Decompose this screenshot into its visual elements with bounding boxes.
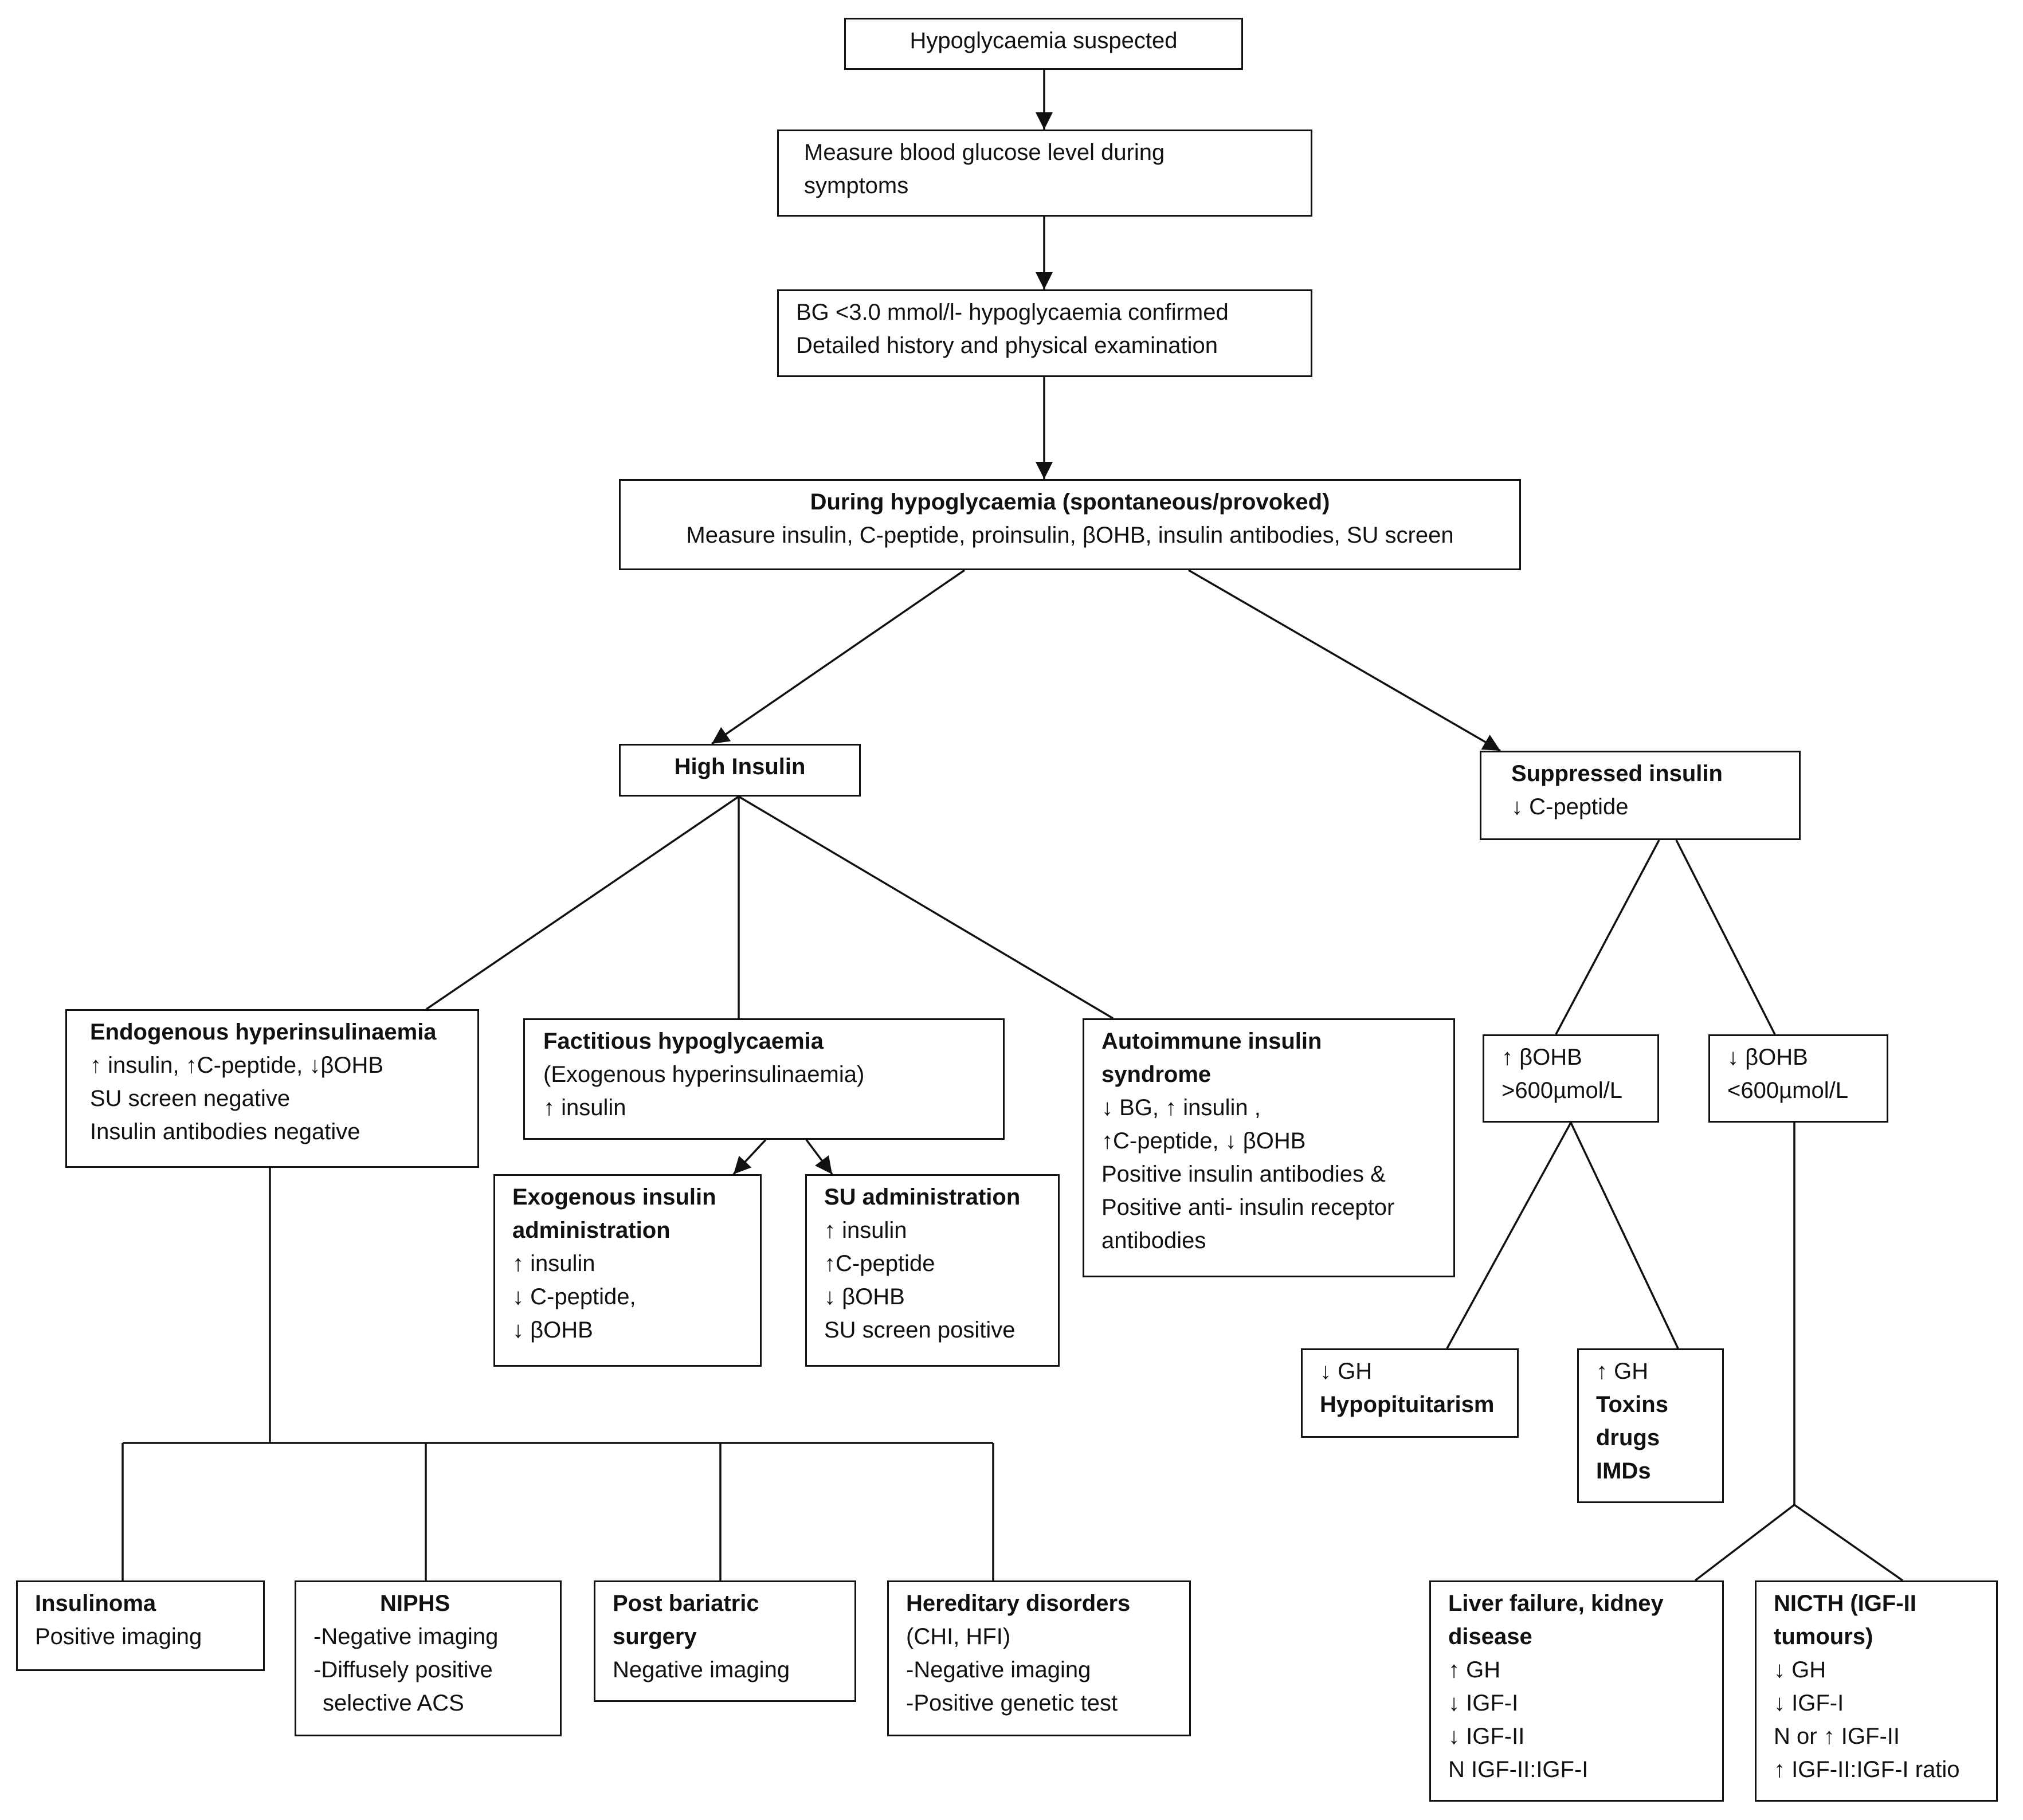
node-text: >600µmol/L — [1501, 1078, 1622, 1103]
node-text: SU screen positive — [824, 1317, 1016, 1343]
node-title: Hypopituitarism — [1320, 1392, 1495, 1417]
node-text: ↑ insulin — [512, 1251, 595, 1276]
node-text: ↑ insulin — [543, 1095, 626, 1120]
node-title: Toxins drugs IMDs — [1596, 1392, 1668, 1484]
node-gh-high-toxins: ↑ GH Toxins drugs IMDs — [1577, 1348, 1724, 1503]
node-text: symptoms — [804, 173, 909, 198]
line-high-to-endogenous — [426, 795, 739, 1010]
node-exogenous-insulin-administration: Exogenous insulin administration ↑ insul… — [493, 1174, 762, 1367]
node-hereditary-disorders: Hereditary disorders (CHI, HFI) -Negativ… — [887, 1580, 1191, 1736]
node-text: ↑ insulin, ↑C-peptide, ↓βOHB — [90, 1053, 384, 1078]
arrow-during-to-suppressed — [1188, 569, 1501, 752]
node-text: ↓ GH — [1320, 1359, 1373, 1384]
node-measure-blood-glucose: Measure blood glucose level during sympt… — [777, 130, 1312, 217]
node-nicth: NICTH (IGF-II tumours) ↓ GH ↓ IGF-I N or… — [1755, 1580, 1998, 1802]
node-hypoglycaemia-suspected: Hypoglycaemia suspected — [844, 18, 1243, 70]
node-text: ↑ βOHB — [1501, 1045, 1582, 1070]
node-title: During hypoglycaemia (spontaneous/provok… — [810, 489, 1330, 515]
node-text: ↓ GH — [1774, 1657, 1826, 1682]
node-endogenous-hyperinsulinaemia: Endogenous hyperinsulinaemia ↑ insulin, … — [65, 1009, 479, 1168]
node-text: N or ↑ IGF-II — [1774, 1724, 1900, 1749]
node-text: Positive insulin antibodies & — [1101, 1162, 1386, 1187]
node-bohb-low: ↓ βOHB <600µmol/L — [1708, 1034, 1888, 1123]
node-title: SU administration — [824, 1184, 1021, 1210]
node-title: Insulinoma — [35, 1591, 156, 1616]
node-text: Insulin antibodies negative — [90, 1119, 360, 1144]
node-title: Post bariatric surgery — [613, 1591, 759, 1649]
node-title: Exogenous insulin administration — [512, 1184, 716, 1243]
node-text: -Diffusely positive — [313, 1657, 493, 1682]
node-text: ↑C-peptide, ↓ βOHB — [1101, 1128, 1306, 1154]
node-text: Measure insulin, C-peptide, proinsulin, … — [686, 523, 1454, 548]
node-liver-kidney-disease: Liver failure, kidney disease ↑ GH ↓ IGF… — [1429, 1580, 1724, 1802]
node-text: ↓ IGF-I — [1448, 1690, 1519, 1716]
node-title: Hereditary disorders — [906, 1591, 1131, 1616]
line-high-to-autoimmune — [738, 795, 1114, 1019]
node-text: SU screen negative — [90, 1086, 291, 1111]
node-title: High Insulin — [674, 754, 806, 779]
node-text: BG <3.0 mmol/l- hypoglycaemia confirmed — [796, 300, 1229, 325]
node-title: NIPHS — [380, 1591, 450, 1616]
line-split-to-liver — [1694, 1504, 1795, 1582]
node-text: -Negative imaging — [313, 1624, 499, 1649]
line-suppressed-to-bohb-low — [1675, 840, 1776, 1035]
arrow-factitious-to-su — [805, 1139, 833, 1175]
node-text: Detailed history and physical examinatio… — [796, 333, 1218, 358]
node-autoimmune-insulin-syndrome: Autoimmune insulin syndrome ↓ BG, ↑ insu… — [1083, 1018, 1455, 1277]
node-text: ↓ IGF-I — [1774, 1690, 1844, 1716]
node-text: ↓ βOHB — [1727, 1045, 1808, 1070]
node-text: N IGF-II:IGF-I — [1448, 1757, 1589, 1782]
node-high-insulin: High Insulin — [619, 744, 861, 797]
node-text: ↑ insulin — [824, 1218, 907, 1243]
line-suppressed-to-bohb-high — [1555, 840, 1660, 1035]
node-insulinoma: Insulinoma Positive imaging — [16, 1580, 265, 1671]
node-title: Endogenous hyperinsulinaemia — [90, 1019, 437, 1045]
node-text: Hypoglycaemia suspected — [909, 28, 1178, 53]
node-title: Autoimmune insulin syndrome — [1101, 1029, 1322, 1087]
node-text: selective ACS — [323, 1690, 464, 1716]
node-text: (Exogenous hyperinsulinaemia) — [543, 1062, 865, 1087]
node-text: ↑ GH — [1596, 1359, 1649, 1384]
node-text: ↑ IGF-II:IGF-I ratio — [1774, 1757, 1960, 1782]
node-text: ↑ GH — [1448, 1657, 1501, 1682]
node-su-administration: SU administration ↑ insulin ↑C-peptide ↓… — [805, 1174, 1060, 1367]
node-text: -Negative imaging — [906, 1657, 1091, 1682]
node-during-hypoglycaemia: During hypoglycaemia (spontaneous/provok… — [619, 479, 1521, 570]
node-title: Suppressed insulin — [1511, 761, 1723, 786]
node-text: Measure blood glucose level during — [804, 140, 1165, 165]
node-text: ↓ C-peptide — [1511, 794, 1629, 819]
node-bohb-high: ↑ βOHB >600µmol/L — [1483, 1034, 1659, 1123]
arrow-factitious-to-exogenous — [732, 1139, 767, 1175]
node-text: ↑C-peptide — [824, 1251, 935, 1276]
node-factitious-hypoglycaemia: Factitious hypoglycaemia (Exogenous hype… — [523, 1018, 1005, 1140]
node-text: (CHI, HFI) — [906, 1624, 1011, 1649]
node-hypoglycaemia-confirmed: BG <3.0 mmol/l- hypoglycaemia confirmed … — [777, 289, 1312, 377]
node-text: ↓ C-peptide, — [512, 1284, 636, 1309]
node-text: Positive anti- insulin receptor — [1101, 1195, 1395, 1220]
node-text: Positive imaging — [35, 1624, 202, 1649]
line-bohb-high-to-gh-low — [1446, 1122, 1572, 1349]
line-bohb-high-to-gh-high — [1570, 1122, 1679, 1349]
node-gh-low-hypopituitarism: ↓ GH Hypopituitarism — [1301, 1348, 1519, 1438]
node-text: ↓ βOHB — [512, 1317, 593, 1343]
node-title: Factitious hypoglycaemia — [543, 1029, 824, 1054]
node-text: ↓ IGF-II — [1448, 1724, 1525, 1749]
node-text: antibodies — [1101, 1228, 1206, 1253]
node-text: ↓ βOHB — [824, 1284, 905, 1309]
node-suppressed-insulin: Suppressed insulin ↓ C-peptide — [1480, 751, 1801, 840]
line-split-to-nicth — [1793, 1504, 1904, 1582]
node-text: ↓ BG, ↑ insulin , — [1101, 1095, 1261, 1120]
node-title: Liver failure, kidney disease — [1448, 1591, 1664, 1649]
node-text: Negative imaging — [613, 1657, 790, 1682]
arrow-during-to-high-insulin — [711, 569, 965, 745]
node-text: <600µmol/L — [1727, 1078, 1848, 1103]
node-niphs: NIPHS -Negative imaging -Diffusely posit… — [295, 1580, 562, 1736]
node-text: -Positive genetic test — [906, 1690, 1118, 1716]
node-post-bariatric-surgery: Post bariatric surgery Negative imaging — [594, 1580, 856, 1702]
node-title: NICTH (IGF-II tumours) — [1774, 1591, 1916, 1649]
